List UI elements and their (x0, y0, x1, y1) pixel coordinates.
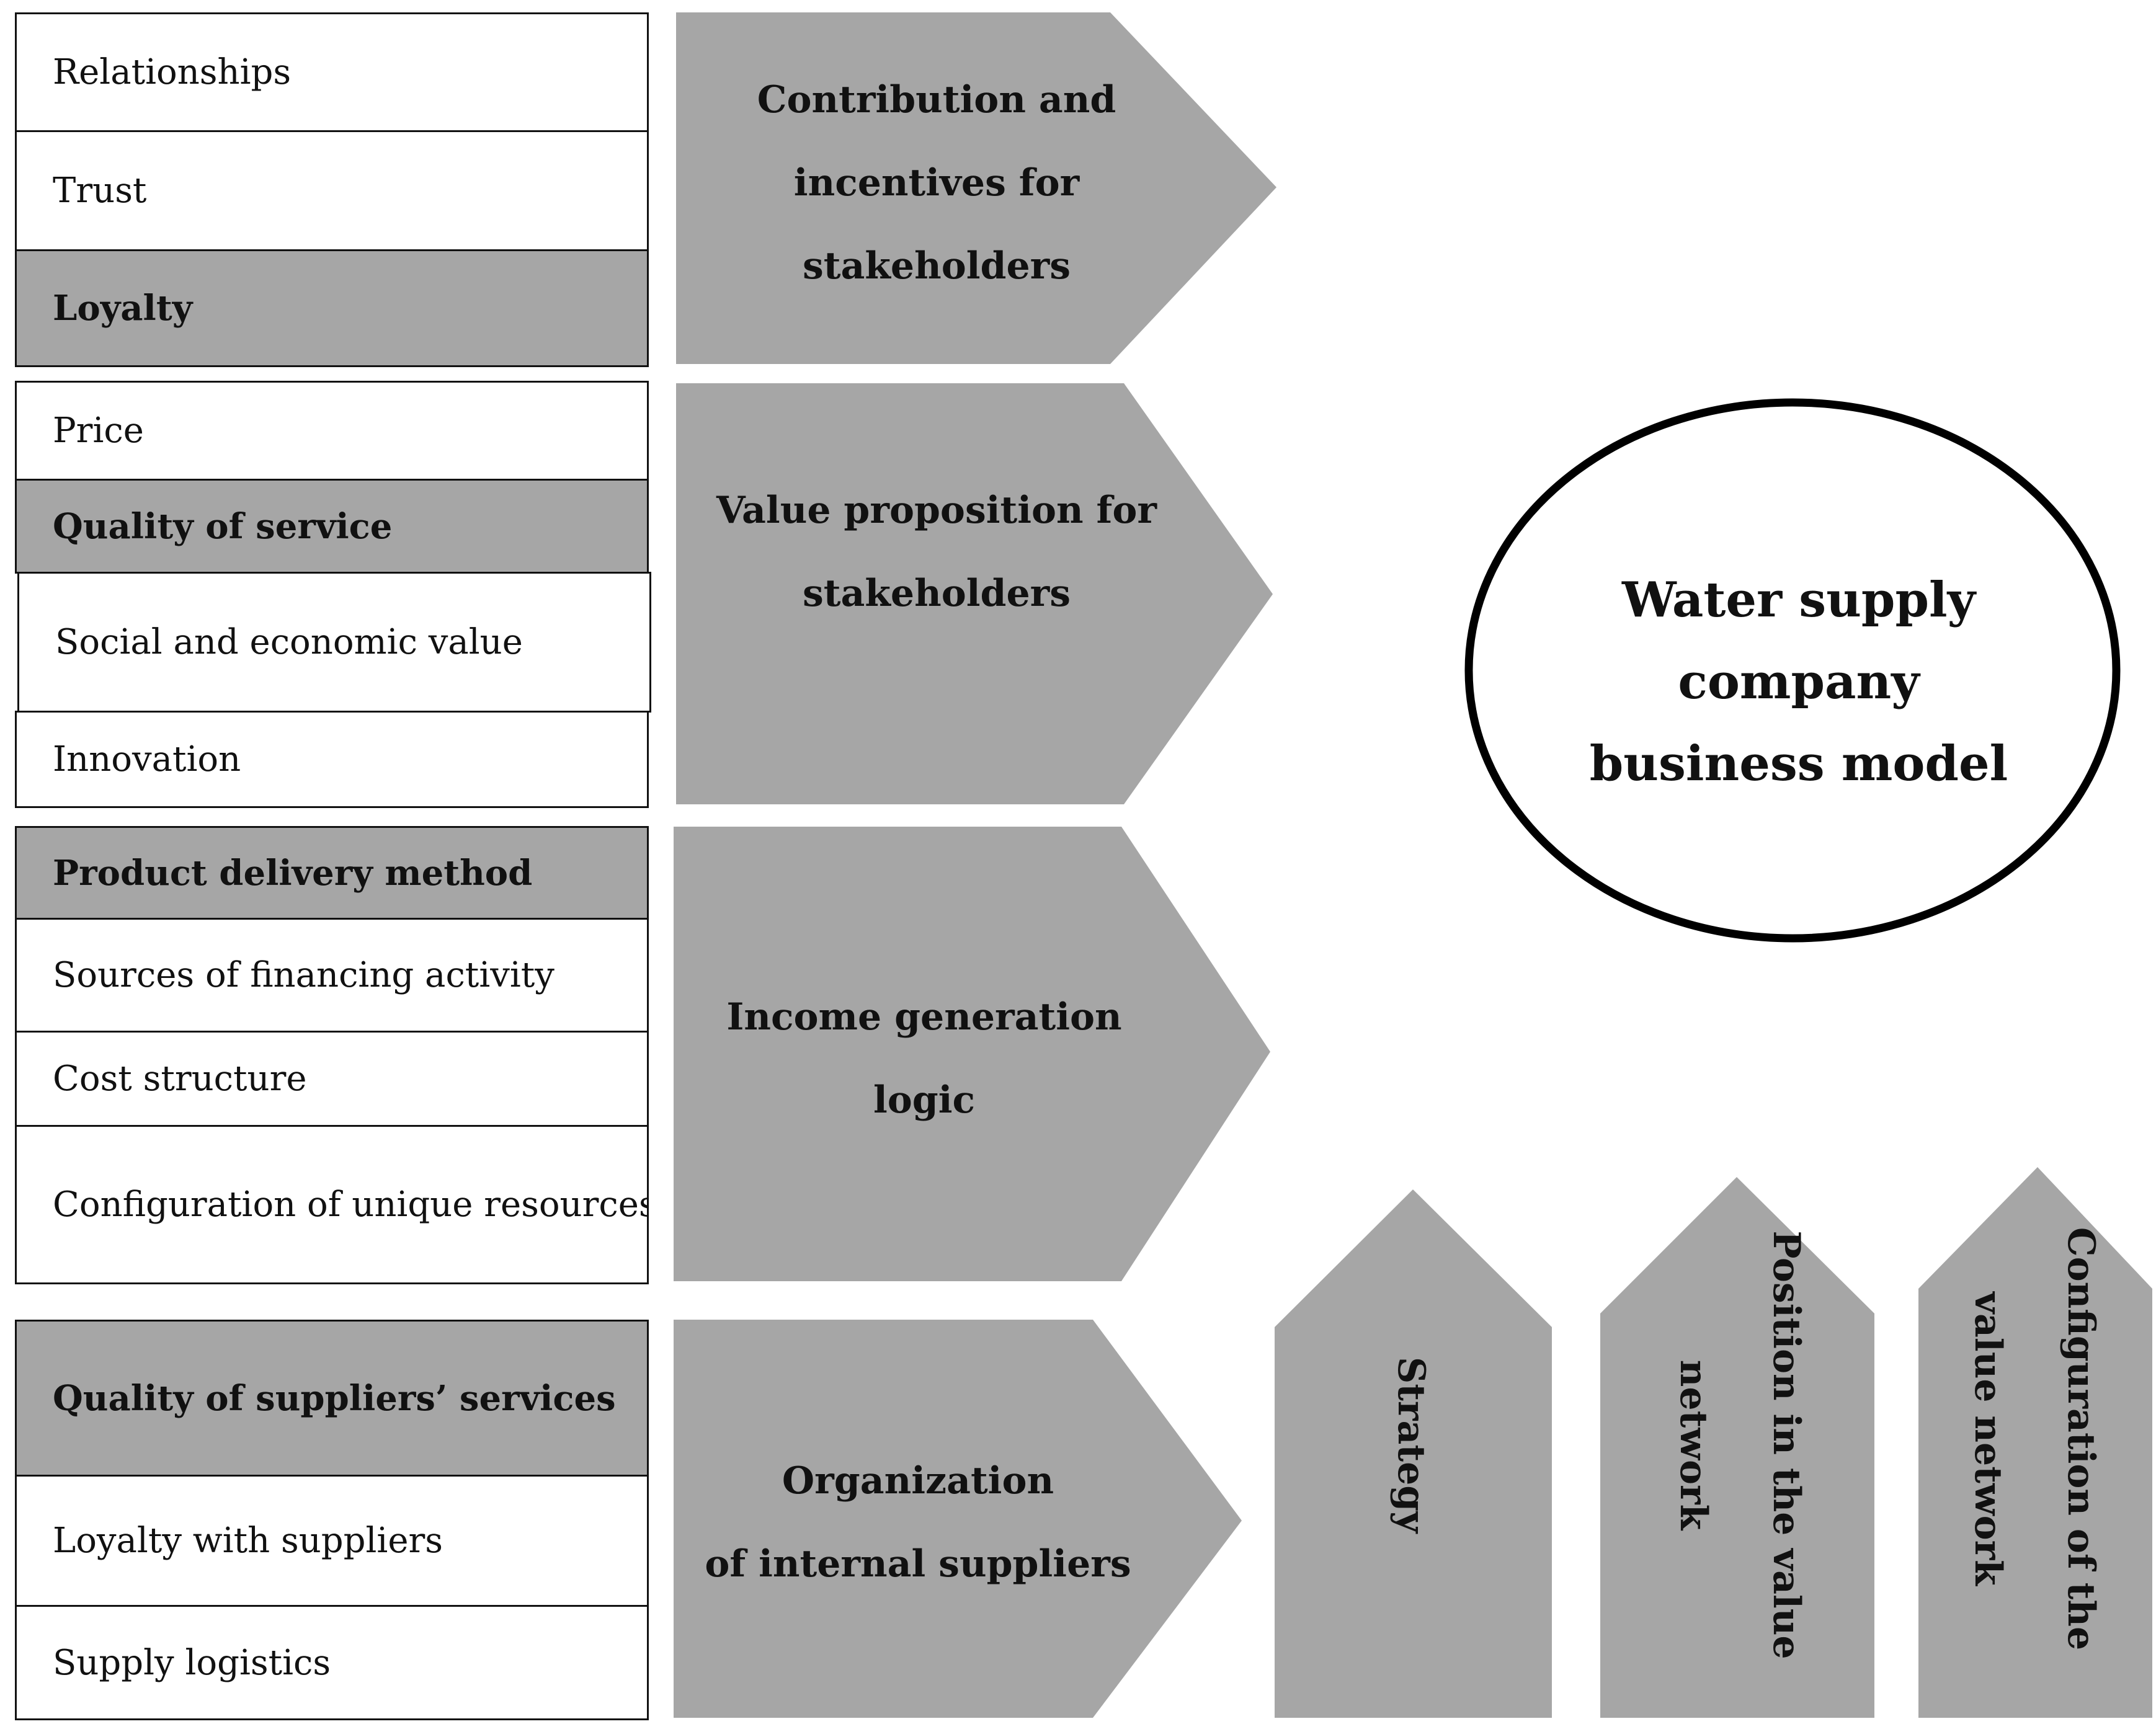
up-arrow-strategy-label: Strategy (1389, 1356, 1433, 1534)
left-cell: Cost structure (15, 1031, 649, 1127)
left-cell: Loyalty (15, 249, 649, 367)
left-cell: Quality of suppliers’ services (15, 1320, 649, 1477)
left-cell: Supply logistics (15, 1605, 649, 1720)
left-cell: Sources of financing activity (15, 918, 649, 1033)
arrow-internal-suppliers-shape (674, 1320, 1242, 1718)
left-cell: Social and economic value (17, 572, 651, 713)
arrow-income-generation-shape (674, 827, 1270, 1281)
left-cell: Relationships (15, 12, 649, 132)
left-cell: Product delivery method (15, 826, 649, 920)
arrow-contribution-shape (676, 12, 1276, 364)
left-cell: Innovation (15, 711, 649, 808)
center-oval-shape (1464, 398, 2121, 943)
up-arrow-configuration-shape (1918, 1167, 2152, 1718)
up-arrow-strategy-shape (1275, 1189, 1552, 1718)
left-cell: Quality of service (15, 479, 649, 574)
up-arrow-position-shape (1600, 1177, 1874, 1718)
arrow-income-generation-label: Income generation logic (726, 995, 1122, 1122)
arrow-value-proposition-shape (676, 383, 1273, 804)
left-cell: Price (15, 381, 649, 481)
left-cell: Configuration of unique resources (15, 1125, 649, 1284)
